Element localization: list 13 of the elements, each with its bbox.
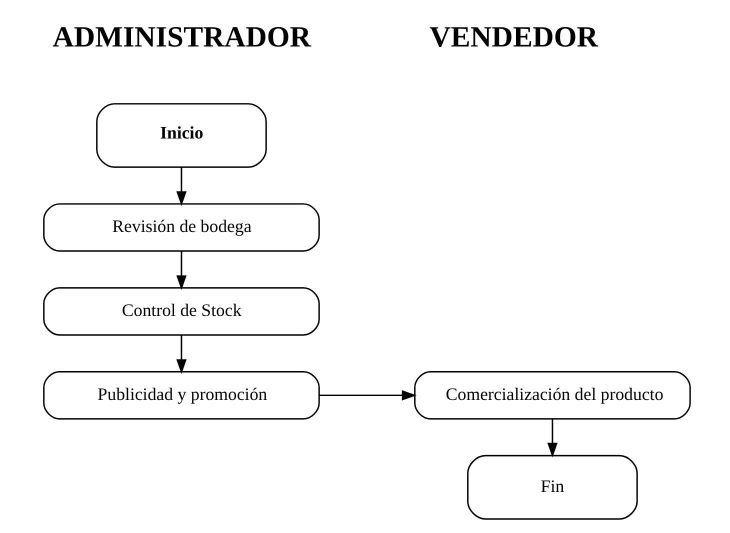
label: VENDEDOR [429, 21, 598, 54]
node-box: Control de Stock [42, 287, 320, 336]
arrow [176, 168, 186, 206]
arrow [176, 251, 186, 290]
node-box: Comercialización del producto [414, 371, 690, 420]
node-box: Inicio [96, 103, 266, 168]
node-box: Fin [466, 454, 638, 520]
arrow [318, 390, 416, 400]
node-box: Publicidad y promoción [42, 371, 320, 420]
arrow [546, 419, 558, 458]
node-box: Revisión de bodega [42, 203, 320, 252]
arrow [176, 335, 186, 374]
label: ADMINISTRADOR [52, 21, 311, 54]
